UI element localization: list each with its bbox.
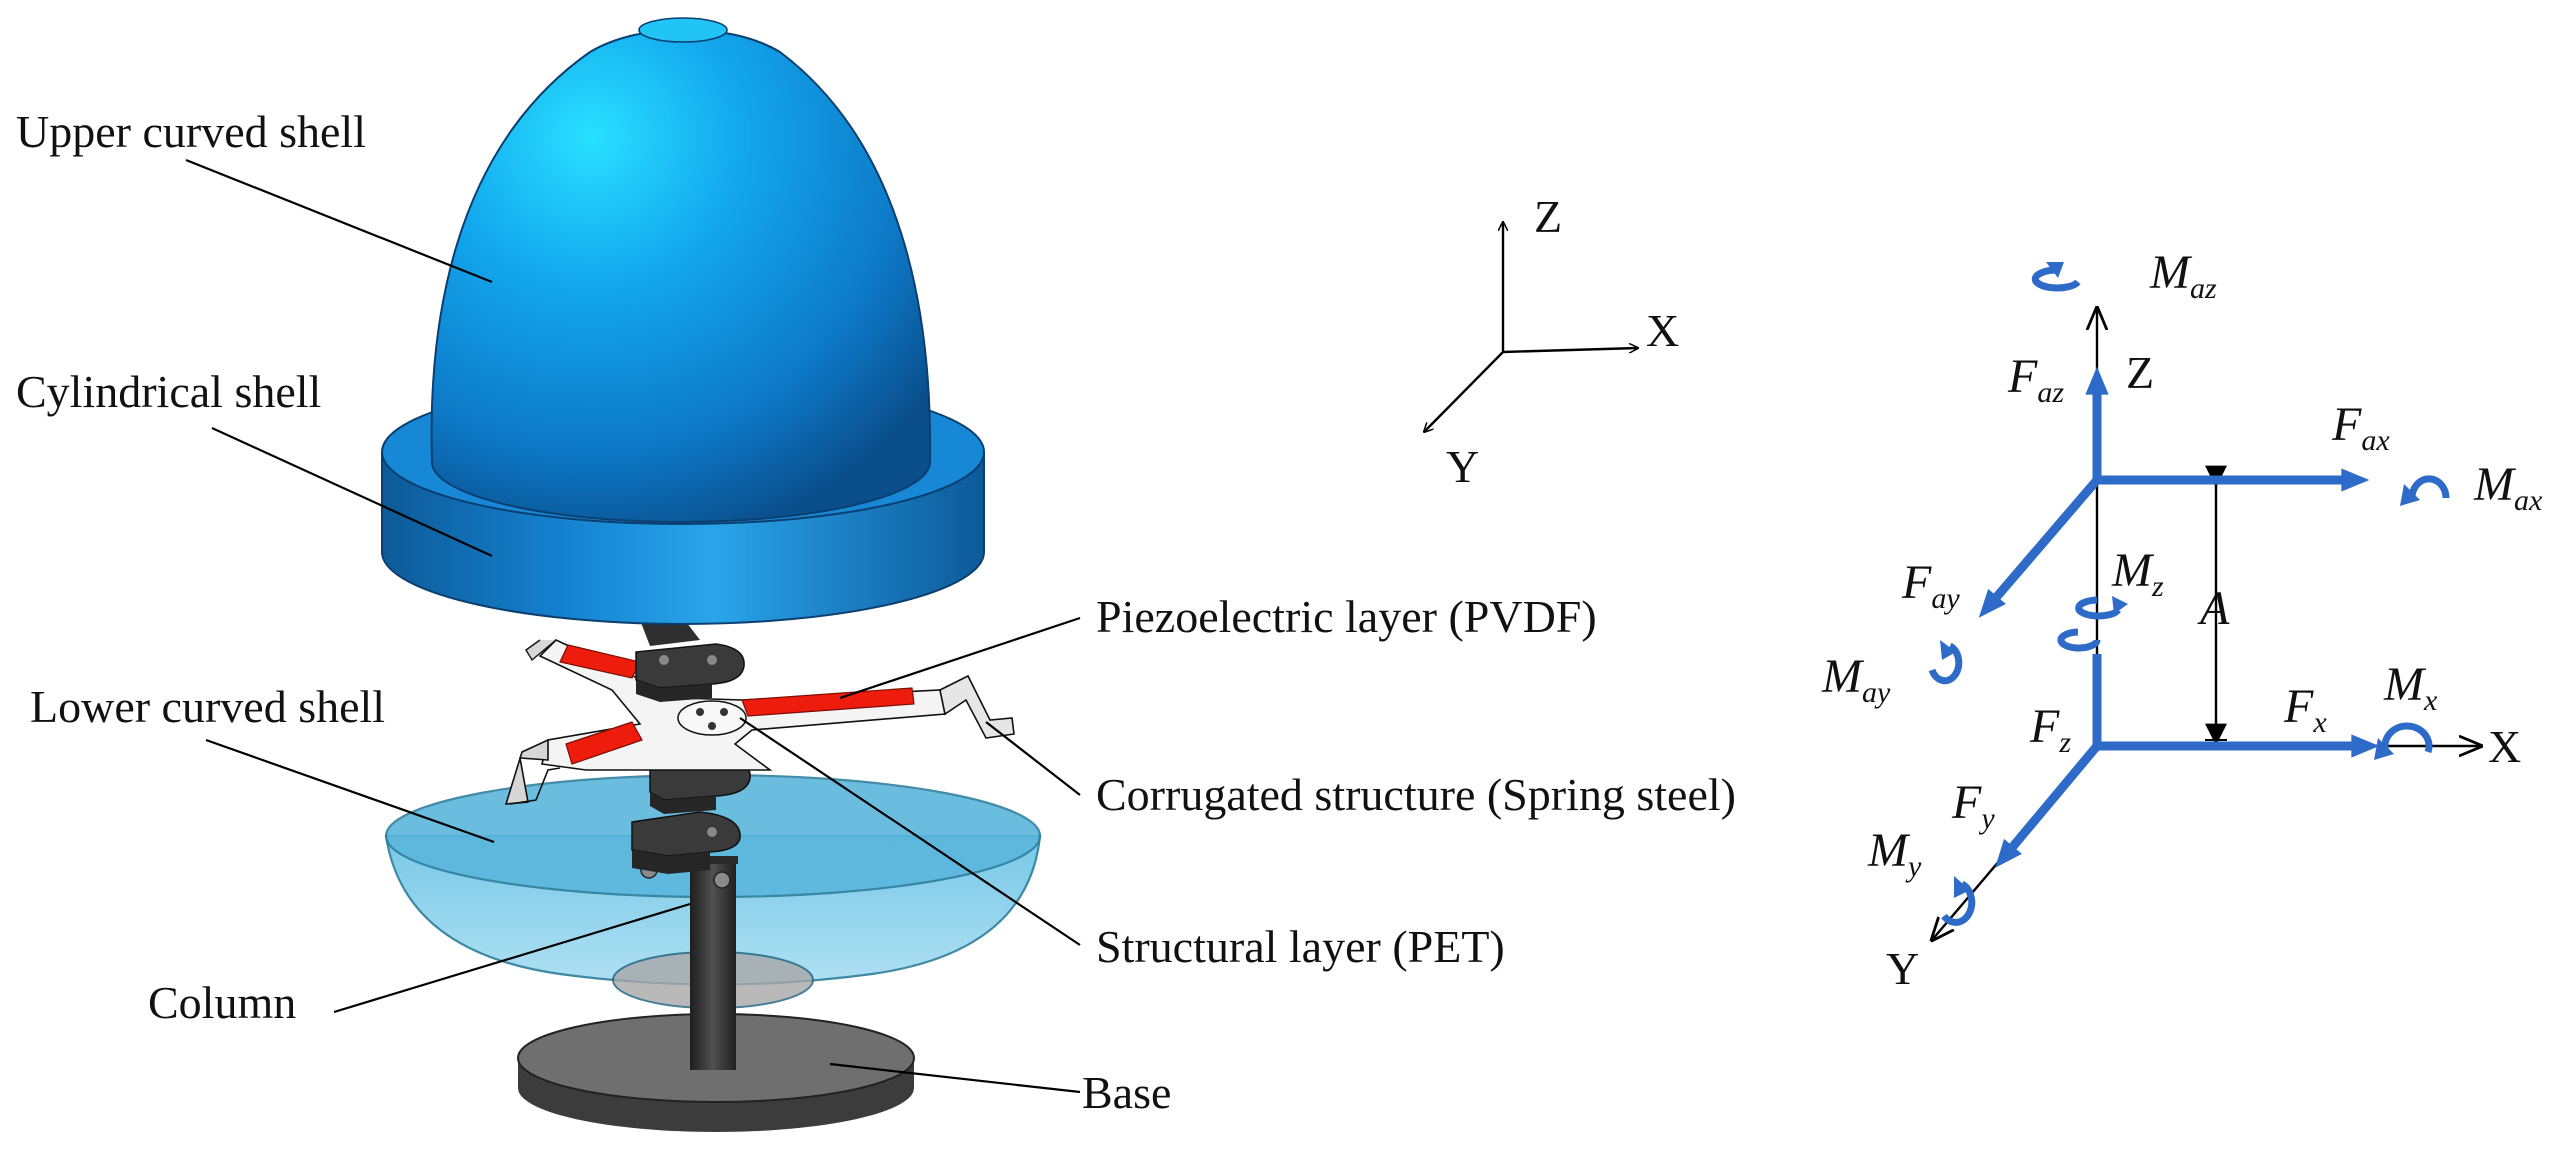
label-maz: Maz — [2149, 246, 2217, 305]
force-axis-y-label: Y — [1886, 943, 1919, 994]
label-lower-curved-shell: Lower curved shell — [30, 681, 385, 732]
label-faz: Faz — [2007, 350, 2064, 409]
moment-mz-icon — [2057, 596, 2128, 652]
moment-my-icon — [1941, 876, 1976, 926]
label-column: Column — [148, 977, 296, 1028]
label-upper-curved-shell: Upper curved shell — [16, 106, 366, 157]
device-illustration — [381, 17, 1042, 1132]
label-mz: Mz — [2111, 544, 2164, 603]
label-my: My — [1867, 824, 1922, 883]
label-fy: Fy — [1951, 776, 1995, 835]
label-fax: Fax — [2331, 398, 2390, 457]
small-axis-z-label: Z — [1534, 191, 1562, 242]
label-cylindrical-shell: Cylindrical shell — [16, 366, 321, 417]
label-fz: Fz — [2029, 700, 2071, 759]
label-mx: Mx — [2383, 658, 2438, 717]
label-max: Max — [2473, 458, 2543, 517]
upper-curved-shell-part — [430, 17, 932, 523]
moment-may-icon — [1928, 640, 1963, 685]
coordinate-axes-small: Z X Y — [1424, 191, 1679, 492]
label-piezoelectric-layer: Piezoelectric layer (PVDF) — [1096, 591, 1597, 642]
small-axis-x-label: X — [1646, 305, 1679, 356]
moment-max-icon — [2400, 475, 2450, 506]
leader-lines — [185, 158, 1081, 1094]
force-axis-z-label: Z — [2126, 347, 2154, 398]
label-fay: Fay — [1901, 556, 1960, 615]
piezoelectric-layer-part — [559, 644, 915, 765]
force-fay-arrow — [1978, 477, 2101, 618]
moment-maz-icon — [2031, 262, 2081, 292]
component-labels: Upper curved shell Cylindrical shell Low… — [16, 106, 1736, 1118]
label-may: May — [1821, 650, 1891, 709]
force-fy-arrow — [1995, 743, 2101, 868]
dimension-a-label: A — [2197, 582, 2230, 635]
label-base: Base — [1082, 1067, 1171, 1118]
upper-clamp-part — [635, 614, 745, 702]
label-corrugated-structure: Corrugated structure (Spring steel) — [1096, 769, 1736, 820]
label-structural-layer: Structural layer (PET) — [1096, 921, 1505, 972]
moment-mx-icon — [2374, 722, 2433, 760]
force-diagram: Z X Y A — [1821, 246, 2543, 994]
small-axis-y-label: Y — [1446, 441, 1479, 492]
label-fx: Fx — [2283, 680, 2327, 739]
force-axis-x-label: X — [2488, 721, 2521, 772]
